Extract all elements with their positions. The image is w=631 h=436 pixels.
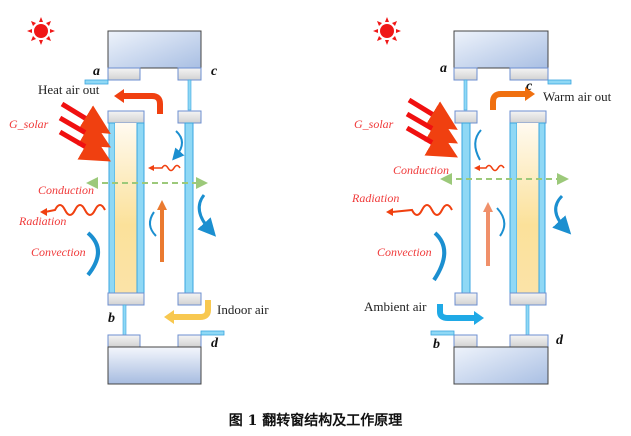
left-sash-absorber xyxy=(115,123,137,293)
corner-label-a: a xyxy=(440,61,447,76)
sun-icon xyxy=(27,17,55,45)
bottom-frame xyxy=(107,346,202,385)
radiation-wave xyxy=(44,204,106,216)
left-pane-glass xyxy=(461,122,471,294)
solar-label: G_solar xyxy=(9,117,49,131)
convection-label: Convection xyxy=(377,245,432,259)
corner-label-d: d xyxy=(211,336,219,351)
inlet-label: Ambient air xyxy=(364,299,427,314)
conduction-label: Conduction xyxy=(38,183,94,197)
corner-label-c: c xyxy=(211,64,218,79)
right-pane-glass xyxy=(184,122,194,294)
corner-label-c: c xyxy=(526,79,533,94)
corner-label-b: b xyxy=(433,337,440,352)
top-frame xyxy=(453,30,549,69)
outlet-label: Heat air out xyxy=(38,82,100,97)
conduction-label: Conduction xyxy=(393,163,449,177)
radiation-label: Radiation xyxy=(351,191,399,205)
right-sash-absorber xyxy=(517,123,539,293)
outlet-label: Warm air out xyxy=(543,89,612,104)
left-panel: a c b d Heat air out Indoor air G_solar … xyxy=(9,17,269,385)
corner-label-d: d xyxy=(556,333,564,348)
warm-air-out-arrow xyxy=(490,91,526,110)
left-sash-glass-outer xyxy=(108,122,116,294)
corner-label-b: b xyxy=(108,311,115,326)
top-frame xyxy=(107,30,202,69)
radiation-wave xyxy=(391,204,453,216)
solar-radiation-arrows xyxy=(405,97,458,158)
solar-radiation-arrows xyxy=(58,101,111,162)
solar-label: G_solar xyxy=(354,117,394,131)
indoor-air-arrow xyxy=(172,300,211,320)
corner-label-a: a xyxy=(93,64,100,79)
figure-caption: 图 1 翻转窗结构及工作原理 xyxy=(228,413,403,429)
right-panel: a c b d Warm air out Ambient air G_solar… xyxy=(351,17,612,385)
hot-air-out-arrow xyxy=(122,93,163,114)
sun-icon xyxy=(373,17,401,45)
convection-label: Convection xyxy=(31,245,86,259)
convection-arc xyxy=(432,231,447,282)
convection-arc xyxy=(86,231,100,277)
inlet-label: Indoor air xyxy=(217,302,269,317)
bottom-frame xyxy=(453,346,549,385)
ambient-air-arrow xyxy=(437,304,474,321)
radiation-label: Radiation xyxy=(18,214,66,228)
